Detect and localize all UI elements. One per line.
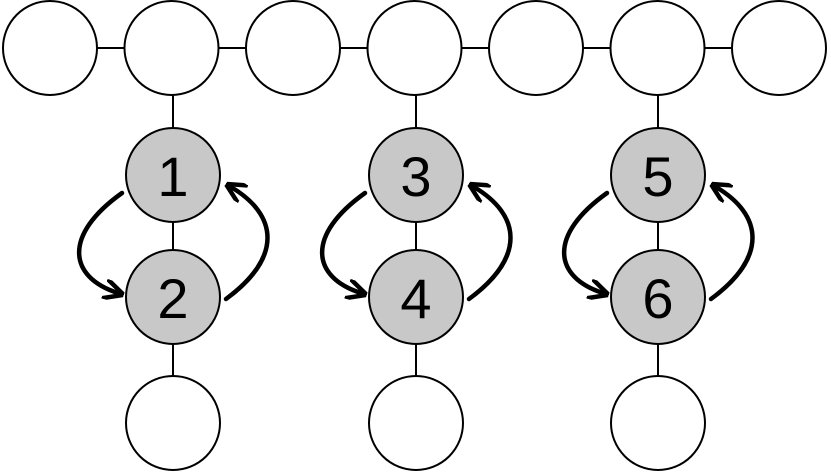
top-row-node-circle <box>245 0 341 96</box>
bottom-node-circle <box>125 375 221 471</box>
bottom-node <box>368 375 464 471</box>
swap-arrow-up <box>711 187 755 302</box>
upper-node-label: 3 <box>400 145 431 208</box>
top-row-node-circle <box>731 0 827 96</box>
bottom-node-circle <box>610 375 706 471</box>
upper-node-label: 1 <box>157 145 188 208</box>
swap-arrow-up <box>469 187 513 302</box>
swap-arrows <box>77 187 755 302</box>
top-row-node-circle <box>609 0 706 96</box>
lower-node: 2 <box>125 249 221 345</box>
top-row-node <box>609 0 706 96</box>
upper-node-circle <box>368 127 464 223</box>
bottom-node <box>125 375 221 471</box>
swap-arrow-down <box>320 190 365 293</box>
lower-node-circle <box>368 249 464 345</box>
upper-node: 1 <box>125 127 221 223</box>
lower-node: 6 <box>610 249 706 345</box>
swap-arrow-down <box>562 190 607 293</box>
lower-node-label: 6 <box>642 267 673 330</box>
top-row-node-circle <box>488 0 584 96</box>
top-row-node-circle <box>2 0 98 96</box>
top-row-node <box>245 0 341 96</box>
bottom-node-circle <box>368 375 464 471</box>
upper-node-circle <box>125 127 221 223</box>
top-row-node <box>366 0 463 96</box>
lower-node-circle <box>125 249 221 345</box>
upper-node: 5 <box>610 127 706 223</box>
top-row-node <box>123 0 220 96</box>
top-row-node-circle <box>123 0 220 96</box>
upper-node-circle <box>610 127 706 223</box>
upper-node-label: 5 <box>642 145 673 208</box>
upper-node: 3 <box>368 127 464 223</box>
top-row-node <box>488 0 584 96</box>
bottom-node <box>610 375 706 471</box>
swap-arrow-down <box>77 190 122 293</box>
lower-node-circle <box>610 249 706 345</box>
swap-arrow-up <box>226 187 270 302</box>
top-row-node <box>2 0 98 96</box>
lower-node-label: 4 <box>400 267 431 330</box>
lower-node-label: 2 <box>157 267 188 330</box>
connection-lines <box>97 47 732 376</box>
top-row-node <box>731 0 827 96</box>
lower-node: 4 <box>368 249 464 345</box>
top-row-node-circle <box>366 0 463 96</box>
